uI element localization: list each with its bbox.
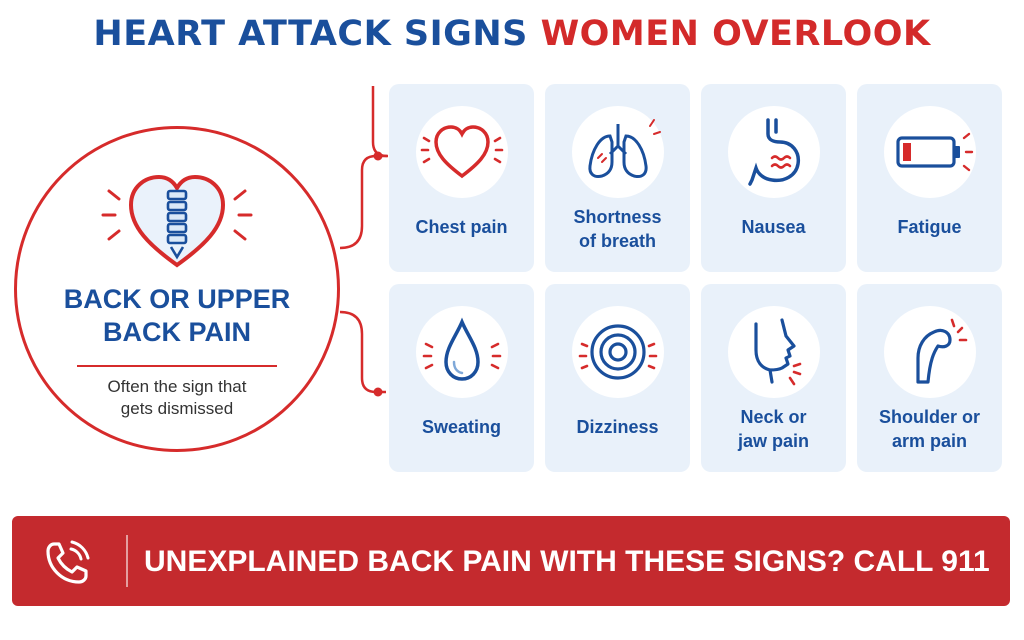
- sign-label: Shoulder or arm pain: [878, 407, 980, 451]
- sign-label: Shortness of breath: [573, 207, 662, 251]
- focus-subtitle-line2: gets dismissed: [120, 399, 234, 418]
- title-part-red: WOMEN OVERLOOK: [540, 14, 931, 54]
- call-911-banner: UNEXPLAINED BACK PAIN WITH THESE SIGNS? …: [12, 516, 1010, 606]
- banner-text: UNEXPLAINED BACK PAIN WITH THESE SIGNS? …: [144, 545, 990, 578]
- sign-card-sweating: Sweating: [389, 284, 534, 472]
- page-title: HEART ATTACK SIGNS WOMEN OVERLOOK: [0, 14, 1024, 54]
- heart-spine-icon: [101, 174, 253, 268]
- sign-label: Neck or jaw pain: [737, 407, 809, 451]
- focus-divider: [77, 365, 277, 367]
- lungs-icon: [588, 119, 661, 178]
- dizziness-target-icon: [578, 324, 658, 380]
- sign-card-shortness-of-breath: Shortness of breath: [545, 84, 690, 272]
- focus-heading-line2: BACK PAIN: [103, 317, 251, 347]
- focus-heading-line1: BACK OR UPPER: [63, 284, 291, 314]
- banner-separator: [126, 535, 128, 587]
- focus-subtitle: Often the sign that gets dismissed: [57, 376, 297, 420]
- sign-card-shoulder-arm-pain: Shoulder or arm pain: [857, 284, 1002, 472]
- focus-symptom-circle: BACK OR UPPER BACK PAIN Often the sign t…: [14, 126, 340, 452]
- sign-card-neck-jaw-pain: Neck or jaw pain: [701, 284, 846, 472]
- sweat-drop-icon: [422, 317, 502, 381]
- sign-card-fatigue: Fatigue: [857, 84, 1002, 272]
- sign-card-chest-pain: Chest pain: [389, 84, 534, 272]
- sign-label: Nausea: [741, 217, 806, 237]
- heart-icon: [420, 125, 504, 179]
- sign-label: Sweating: [421, 417, 501, 437]
- connector-dot-bottom: [373, 387, 383, 397]
- connector-dot-top: [373, 151, 383, 161]
- low-battery-icon: [896, 132, 974, 172]
- face-profile-icon: [754, 318, 802, 386]
- focus-heading: BACK OR UPPER BACK PAIN: [27, 283, 327, 349]
- sign-label: Chest pain: [415, 217, 508, 237]
- focus-subtitle-line1: Often the sign that: [107, 377, 247, 396]
- sign-card-nausea: Nausea: [701, 84, 846, 272]
- sign-label: Dizziness: [576, 417, 659, 437]
- arm-shoulder-icon: [916, 318, 968, 384]
- title-part-blue: HEART ATTACK SIGNS: [93, 14, 528, 54]
- phone-icon: [46, 540, 90, 584]
- sign-label: Fatigue: [897, 217, 962, 237]
- sign-card-dizziness: Dizziness: [545, 284, 690, 472]
- stomach-icon: [748, 118, 801, 186]
